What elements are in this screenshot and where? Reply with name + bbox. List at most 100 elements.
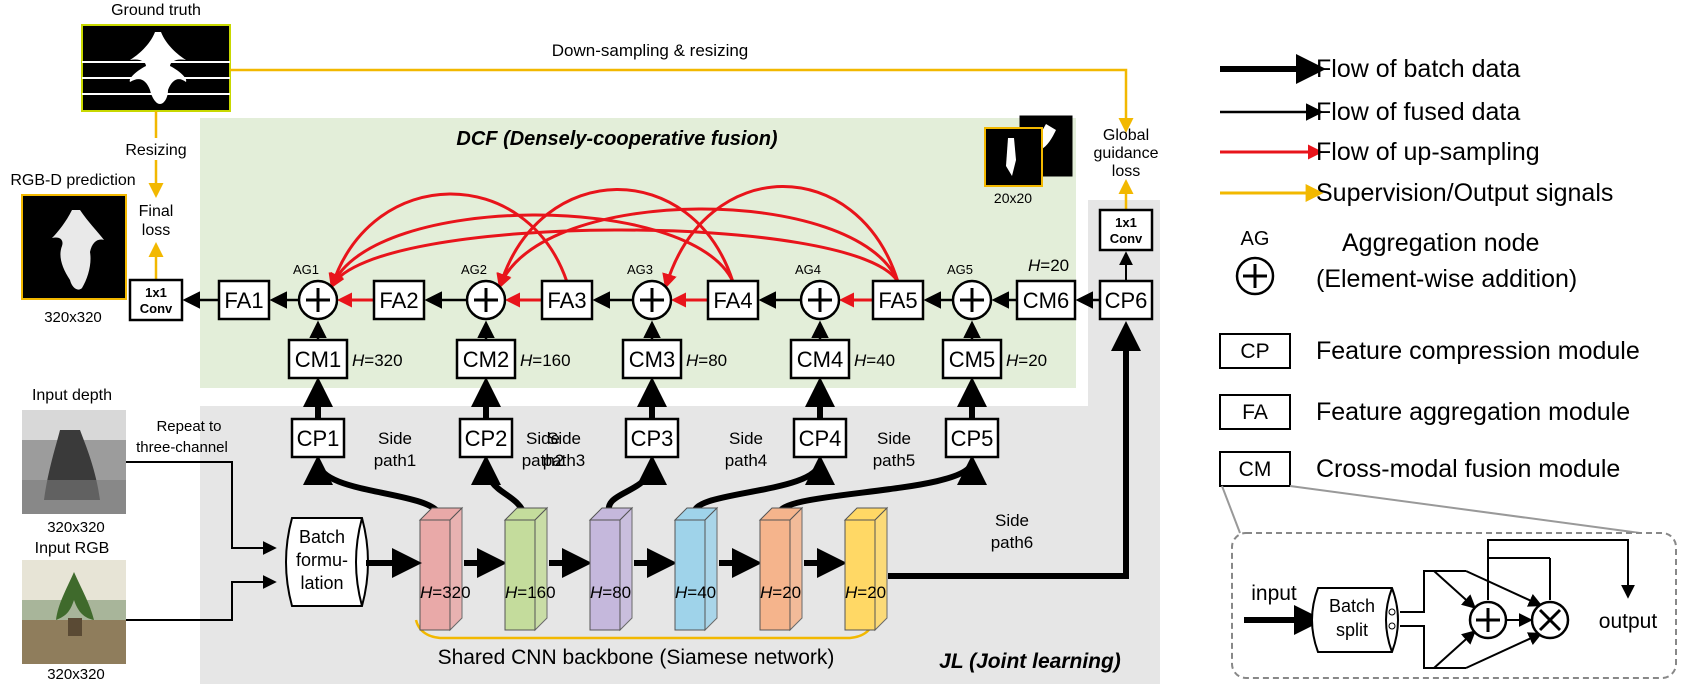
- cm-height-3: H=80: [686, 351, 727, 370]
- svg-text:Batch: Batch: [299, 527, 345, 547]
- final-loss-label-2: loss: [142, 222, 170, 239]
- cm-detail-panel: input Batch split output: [1231, 532, 1677, 679]
- backbone-block-4: H=40: [673, 506, 762, 632]
- rgbd-prediction-label: RGB-D prediction: [10, 172, 135, 189]
- backbone-height-4: H=40: [675, 583, 716, 602]
- cp-module-3: CP3: [624, 417, 680, 459]
- side-path1-arrow: [303, 455, 443, 517]
- fa-module-2: FA2: [372, 279, 426, 321]
- cm-detail-plus-icon: [1468, 600, 1508, 640]
- side-path-label-2: path2: [522, 451, 565, 470]
- batch-formulation-node: Batch formu- lation: [285, 517, 369, 607]
- side-path-label-1: path1: [374, 451, 417, 470]
- svg-text:lation: lation: [300, 573, 343, 593]
- ag-label-2: AG2: [461, 262, 487, 277]
- jl-title: JL (Joint learning): [939, 650, 1121, 673]
- legend-ag-desc: (Element-wise addition): [1316, 265, 1577, 293]
- cm-height-4: H=40: [854, 351, 895, 370]
- svg-text:CP6: CP6: [1105, 288, 1148, 313]
- cp-module-4: CP4: [792, 417, 848, 459]
- final-loss-label-1: Final: [139, 203, 174, 220]
- backbone-height-5: H=20: [760, 583, 801, 602]
- depth-to-batch-arrow: [126, 461, 277, 555]
- legend-fa-desc: Feature aggregation module: [1316, 398, 1630, 426]
- legend-ag-symbol: AG: [1241, 228, 1270, 250]
- side-label-5: Side: [877, 429, 911, 448]
- global-loss-label-3: loss: [1112, 163, 1140, 180]
- backbone-block-1: H=320: [418, 506, 507, 632]
- conv-right: 1x1 Conv: [1098, 208, 1154, 252]
- global-loss-label-1: Global: [1103, 127, 1149, 144]
- backbone-label: Shared CNN backbone (Siamese network): [438, 646, 835, 669]
- ag-node-2: AG2: [461, 262, 507, 321]
- cm-detail-input: input: [1251, 582, 1297, 605]
- svg-text:CP5: CP5: [951, 426, 994, 451]
- global-loss-label-2: guidance: [1094, 145, 1159, 162]
- side-path-label-6: path6: [991, 533, 1034, 552]
- backbone-height-3: H=80: [590, 583, 631, 602]
- upsample-arc-6: [328, 192, 569, 289]
- legend-fa-symbol: FA: [1242, 401, 1268, 424]
- repeat-label-2: three-channel: [136, 439, 228, 456]
- legend-cm-symbol: CM: [1239, 458, 1272, 481]
- rgbd-size-label: 320x320: [44, 309, 102, 326]
- svg-text:FA4: FA4: [713, 288, 752, 313]
- side-path-label-3: path3: [543, 451, 586, 470]
- fa-module-1: FA1: [217, 279, 271, 321]
- downsampling-label: Down-sampling & resizing: [552, 41, 749, 60]
- legend-batch-label: Flow of batch data: [1316, 55, 1520, 83]
- input-depth-label: Input depth: [32, 387, 112, 404]
- fa-module-3: FA3: [540, 279, 594, 321]
- svg-text:1x1: 1x1: [145, 285, 167, 300]
- ag-label-4: AG4: [795, 262, 821, 277]
- upsample-arc-5: [496, 188, 735, 289]
- cm-height-5: H=20: [1006, 351, 1047, 370]
- ag-node-4: AG4: [795, 262, 841, 321]
- side-label-3: Side: [547, 429, 581, 448]
- cm-detail-multiply-icon: [1530, 600, 1570, 640]
- side-path4-arrow: [691, 455, 835, 517]
- svg-text:1x1: 1x1: [1115, 215, 1137, 230]
- side-label-2: Side: [526, 429, 560, 448]
- ag-node-5: AG5: [947, 262, 993, 321]
- legend-ag-name: Aggregation node: [1342, 229, 1539, 257]
- downsampling-arrow: [230, 68, 1134, 133]
- backbone-block-6: H=20: [843, 506, 889, 632]
- cm-detail-output: output: [1599, 610, 1658, 633]
- dcf-title: DCF (Densely-cooperative fusion): [456, 128, 778, 150]
- svg-text:FA3: FA3: [547, 288, 586, 313]
- svg-text:CP3: CP3: [631, 426, 674, 451]
- legend-plus-icon: [1235, 256, 1275, 296]
- side-label-6: Side: [995, 511, 1029, 530]
- guidance-maps: [984, 115, 1073, 187]
- ag-label-1: AG1: [293, 262, 319, 277]
- legend-fused-label: Flow of fused data: [1316, 98, 1520, 126]
- repeat-label-1: Repeat to: [156, 418, 221, 435]
- cp-module-2: CP2: [458, 417, 514, 459]
- legend: Flow of batch data Flow of fused data Fl…: [1219, 54, 1640, 487]
- fa-module-5: FA5: [871, 279, 925, 321]
- upsample-arc-3: [662, 185, 900, 289]
- svg-text:CM3: CM3: [629, 347, 675, 372]
- svg-text:FA5: FA5: [878, 288, 917, 313]
- input-depth-image: [22, 410, 126, 514]
- cp-module-6: CP6: [1098, 279, 1154, 321]
- ground-truth-image: [81, 24, 231, 112]
- upsample-arc-4: [329, 213, 735, 289]
- legend-supervision-label: Supervision/Output signals: [1316, 179, 1613, 207]
- fa-module-4: FA4: [706, 279, 760, 321]
- rgb-to-batch-arrow: [126, 575, 277, 621]
- backbone-block-2: H=160: [503, 506, 592, 632]
- backbone-block-3: H=80: [588, 506, 677, 632]
- svg-text:CM6: CM6: [1023, 288, 1069, 313]
- cm-module-3: CM3 H=80: [621, 338, 727, 380]
- conv-left: 1x1 Conv: [128, 278, 184, 322]
- cp-module-5: CP5: [944, 417, 1000, 459]
- svg-text:formu-: formu-: [296, 550, 348, 570]
- svg-text:Conv: Conv: [140, 301, 173, 316]
